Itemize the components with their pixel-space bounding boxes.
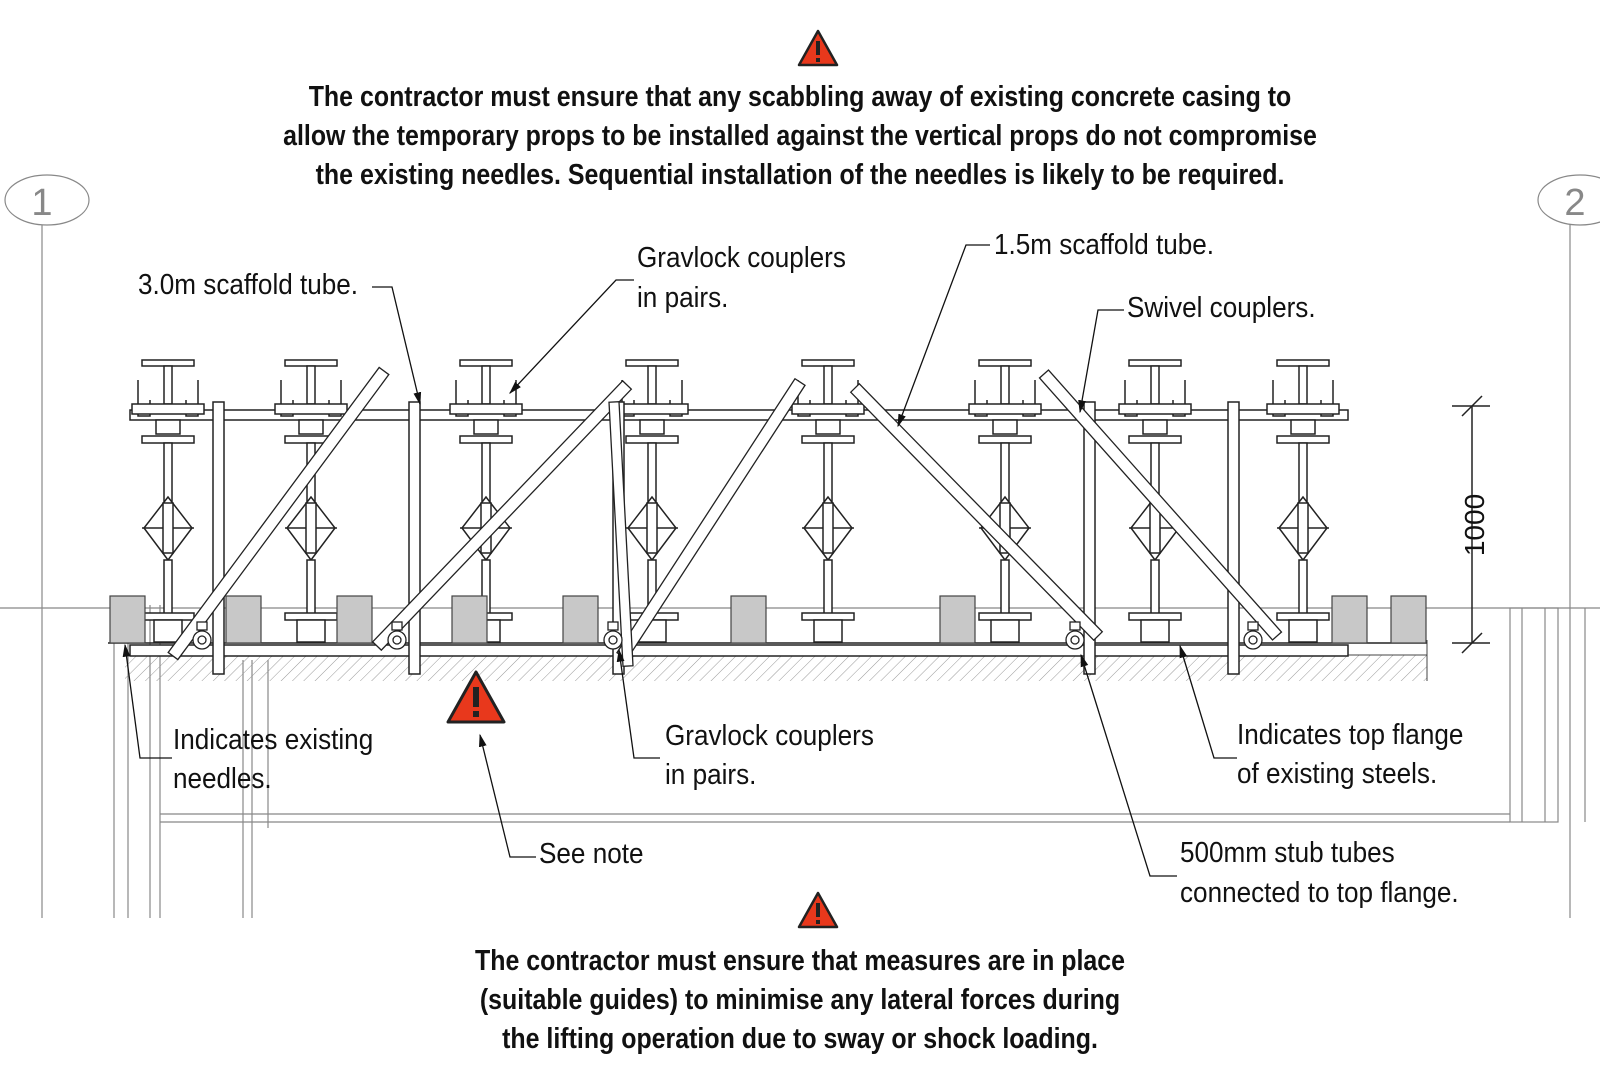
leader-line [1078, 309, 1124, 414]
stub-tube [1083, 401, 1096, 675]
bottom-note-line-3: the lifting operation due to sway or sho… [502, 1023, 1098, 1055]
bottom-note-line-1: The contractor must ensure that measures… [474, 945, 1126, 977]
label-needles-line-2: needles. [173, 763, 272, 795]
leader-line [616, 648, 660, 759]
coupler [1065, 621, 1085, 650]
coupler [387, 621, 407, 650]
needle-prop [131, 359, 205, 643]
leader-line [122, 643, 172, 759]
stub-tube [212, 401, 225, 675]
stub-tube [408, 401, 421, 675]
leader-line [372, 286, 422, 406]
label-top-flange-line-1: Indicates top flange [1237, 719, 1464, 751]
existing-needle-block [730, 595, 767, 644]
coupler [603, 621, 623, 650]
label-1-5m-scaffold-tube: 1.5m scaffold tube. [994, 229, 1215, 261]
diagonal-scaffold-tube [371, 379, 633, 652]
leader-line [1080, 653, 1177, 877]
left-column-structure [113, 605, 1510, 918]
diagonal-scaffold-tube [608, 401, 634, 667]
existing-needle-block [1331, 595, 1368, 644]
existing-needle-block [562, 595, 599, 644]
concrete-slab [125, 655, 1427, 681]
existing-needle-block [1390, 595, 1427, 644]
existing-needle-block [109, 595, 146, 644]
top-warning-note: The contractor must ensure that any scab… [112, 78, 1488, 195]
needle-prop [1266, 359, 1340, 643]
coupler [192, 621, 212, 650]
label-needles-line-1: Indicates existing [173, 724, 374, 756]
label-3m-scaffold-tube: 3.0m scaffold tube. [138, 269, 359, 301]
top-note-line-3: the existing needles. Sequential install… [315, 159, 1285, 191]
bottom-warning-note: The contractor must ensure that measures… [112, 942, 1488, 1059]
label-top-flange-line-2: of existing steels. [1237, 758, 1438, 790]
label-gravlock-top-line-1: Gravlock couplers [637, 242, 846, 274]
label-stub-tubes-line-2: connected to top flange. [1180, 877, 1459, 909]
existing-needle-block [451, 595, 488, 644]
leader-line [897, 244, 990, 428]
leader-line [1179, 644, 1237, 759]
warning-icon-bottom [797, 891, 839, 929]
label-gravlock-bottom-line-2: in pairs. [665, 759, 757, 791]
grid-label-2: 2 [1564, 182, 1585, 224]
grid-bubble-2 [1537, 174, 1600, 226]
label-swivel-couplers: Swivel couplers. [1127, 292, 1316, 324]
existing-needle-block [225, 595, 262, 644]
leader-line [509, 279, 634, 394]
diagonal-scaffold-tube [849, 382, 1104, 642]
needle-prop [791, 359, 865, 643]
coupler [1243, 621, 1263, 650]
label-see-note: See note [539, 838, 644, 870]
dimension-line [1452, 395, 1490, 654]
leader-line [479, 733, 536, 858]
grid-label-1: 1 [31, 182, 52, 224]
right-column-structure [1509, 607, 1586, 823]
dimension-value: 1000 [1459, 494, 1490, 556]
diagonal-scaffold-tube [167, 366, 390, 661]
top-note-line-1: The contractor must ensure that any scab… [308, 81, 1292, 113]
existing-needle-block [336, 595, 373, 644]
stub-tube [1227, 401, 1240, 675]
label-gravlock-bottom-line-1: Gravlock couplers [665, 720, 874, 752]
label-stub-tubes-line-1: 500mm stub tubes [1180, 837, 1395, 869]
diagonal-scaffold-tube [1038, 369, 1283, 641]
needle-prop [968, 359, 1042, 643]
top-note-line-2: allow the temporary props to be installe… [283, 120, 1317, 152]
upper-scaffold-tube [129, 409, 1349, 421]
grid-bubble-1 [4, 174, 90, 226]
top-flange-rail [129, 644, 1349, 657]
warning-icon-see-note [446, 670, 506, 724]
bottom-note-line-2: (suitable guides) to minimise any latera… [479, 984, 1121, 1016]
label-gravlock-top-line-2: in pairs. [637, 282, 729, 314]
warning-icon-top [797, 29, 839, 67]
existing-needle-block [939, 595, 976, 644]
needle-prop [274, 359, 348, 643]
